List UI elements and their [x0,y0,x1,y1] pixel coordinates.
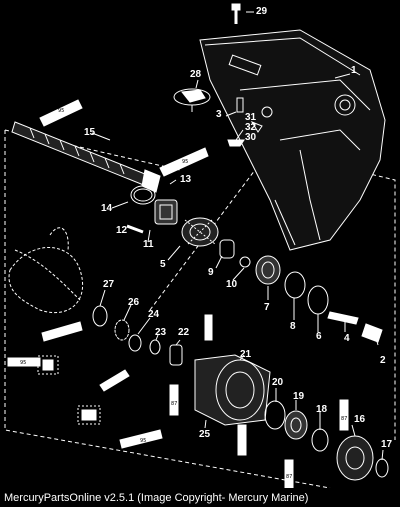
clip-part-lower [77,405,101,425]
callout-6: 6 [316,331,322,342]
tube-mid-lower [237,424,247,456]
callout-3: 3 [216,109,222,120]
ring-27 [92,305,108,327]
bearing-22 [169,344,183,366]
ring-14 [130,185,156,205]
shift-rod-4 [327,311,359,325]
washer-23 [149,339,161,355]
washer-17 [375,458,389,478]
shift-coupler-2 [361,323,383,343]
callout-12: 12 [116,225,128,236]
callout-14: 14 [101,203,113,214]
callout-13: 13 [180,174,192,185]
callout-9: 9 [208,267,214,278]
tube-label-95d: 95 [140,438,146,444]
copyright-footer: MercuryPartsOnline v2.5.1 (Image Copyrig… [4,492,309,504]
callout-27: 27 [103,279,115,290]
callout-25: 25 [199,429,211,440]
callout-24: 24 [148,309,160,320]
reverse-gear-16 [336,435,374,481]
ring-24 [128,334,142,352]
grease-tube-upper-left [39,99,83,127]
washer-10 [239,256,251,268]
tube-sealant [99,369,130,392]
cover-plate-28 [173,88,211,112]
callout-4: 4 [344,333,350,344]
tube-87c [284,459,294,488]
small-parts-cluster [227,97,273,147]
gear-housing [199,29,386,251]
ring-20 [264,400,286,430]
tube-label-95a: 95 [58,108,64,114]
forward-gear-5 [181,217,219,247]
callout-8: 8 [290,321,296,332]
propeller-outline [8,227,84,314]
callout-2: 2 [380,355,386,366]
callout-22: 22 [178,327,190,338]
callout-32: 32 [245,122,257,133]
callout-26: 26 [128,297,140,308]
callout-19: 19 [293,391,305,402]
tube-95-lower [119,429,163,449]
bearing-7 [255,255,281,285]
callout-21: 21 [240,349,252,360]
callout-10: 10 [226,279,238,290]
callout-20: 20 [272,377,284,388]
callout-16: 16 [354,414,366,425]
callout-1: 1 [351,65,357,76]
callout-29: 29 [256,6,268,17]
tube-87a [169,384,179,416]
clutch-12 [154,199,178,225]
grease-tube-mid [159,147,209,177]
tube-left-mid [41,321,83,342]
tube-upper-right [204,314,213,341]
tube-label-87c: 87 [286,474,292,480]
callout-18: 18 [316,404,328,415]
tube-label-95b: 95 [182,159,188,165]
callout-11: 11 [143,239,154,250]
clip-part-95 [37,355,59,375]
pin-11 [126,224,144,234]
callout-31: 31 [245,112,257,123]
callout-23: 23 [155,327,167,338]
callout-5: 5 [160,259,166,270]
race-8 [284,271,306,299]
bearing-9 [219,239,235,259]
tube-left-lower [7,357,41,367]
retainer-26 [114,319,130,341]
callout-7: 7 [264,302,270,313]
oring-6 [307,285,329,315]
callout-17: 17 [381,439,393,450]
bolt-29 [231,3,241,24]
tube-87b [339,399,349,431]
callout-30: 30 [245,132,257,143]
bearing-19 [284,410,308,440]
bearing-carrier-21 [194,354,271,426]
callout-28: 28 [190,69,202,80]
tube-label-87b: 87 [341,416,347,422]
callout-15: 15 [84,127,96,138]
tube-label-95c: 95 [20,360,26,366]
tube-label-87a: 87 [171,401,177,407]
exploded-parts-diagram: 95 95 95 87 87 87 95 [4,3,396,488]
seal-18 [311,428,329,452]
